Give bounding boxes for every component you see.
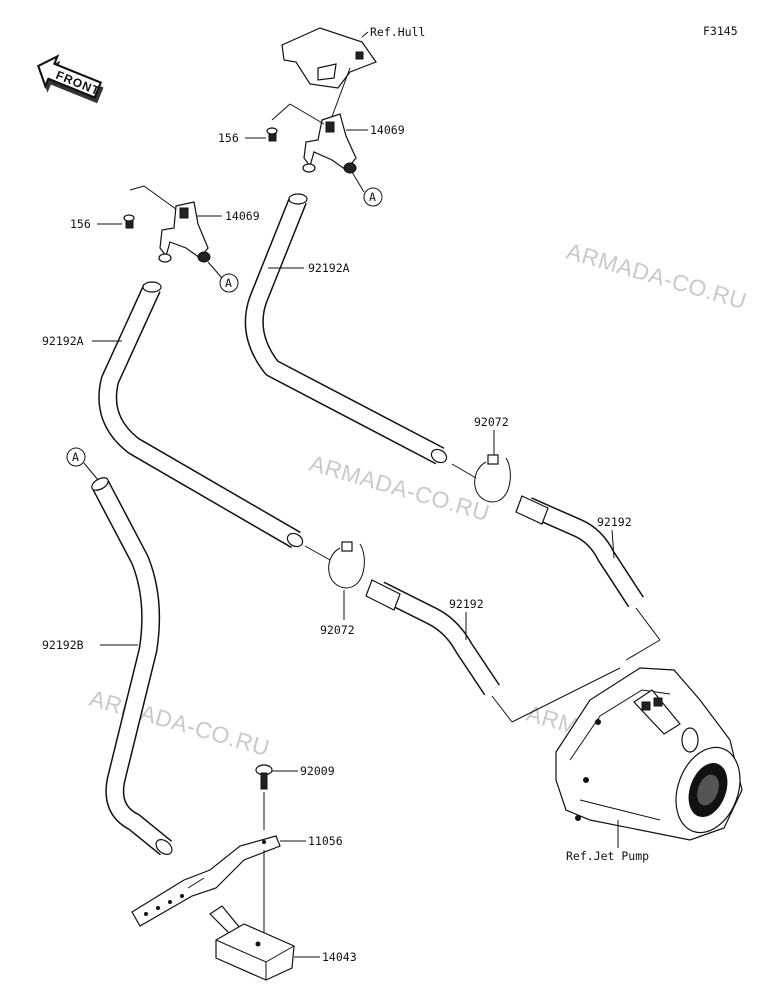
- callout-a-hose-b-circle: [66, 447, 86, 467]
- part-label-156-lower: 156: [70, 217, 91, 231]
- leader-hull-to-fitting: [329, 67, 351, 123]
- leader-callout-a-hose-b: [83, 462, 99, 481]
- hose-92192a-upper: [244, 193, 448, 465]
- strainer-14043: [209, 905, 295, 981]
- hull-reference-plate: [281, 27, 377, 89]
- screw-92009: [255, 764, 273, 790]
- part-label-92072-lower: 92072: [320, 623, 355, 637]
- leader-callout-a-upper: [351, 171, 365, 193]
- part-label-92192a-lower: 92192A: [42, 334, 84, 348]
- part-label-92009: 92009: [300, 764, 335, 778]
- hose-92192a-lower: [98, 281, 304, 549]
- leader-hose-to-clamp-lower: [304, 545, 331, 561]
- clamp-92072-lower: [328, 541, 365, 589]
- figure-code: F3145: [703, 24, 738, 38]
- part-label-92072-upper: 92072: [474, 415, 509, 429]
- front-direction-arrow: FRONT: [37, 54, 104, 104]
- leader-bolt-bracket-upper-b: [289, 103, 325, 125]
- leader-callout-a-lower: [207, 261, 223, 279]
- leader-92192-right: [611, 529, 615, 559]
- part-label-92192b: 92192B: [42, 638, 84, 652]
- callout-a-lower-circle: [219, 273, 239, 293]
- watermark-upper-right: ARMADA-CO.RU: [564, 238, 750, 314]
- part-label-11056: 11056: [308, 834, 343, 848]
- hose-92192-right: [515, 495, 644, 608]
- part-label-14069-upper: 14069: [370, 123, 405, 137]
- part-label-92192-middle: 92192: [449, 597, 484, 611]
- clamp-92072-upper: [474, 454, 511, 503]
- part-label-14043: 14043: [322, 950, 357, 964]
- leader-bolt-bracket-upper-a: [271, 103, 291, 121]
- leader-right-hose-to-pump-a: [635, 607, 661, 641]
- leader-middle-hose-to-pump-b: [511, 667, 621, 723]
- callout-a-lower: A: [225, 276, 232, 290]
- fitting-14069-lower: [158, 201, 211, 263]
- leader-ref-hull: [361, 31, 369, 38]
- bracket-11056: [131, 835, 281, 927]
- jet-pump-reference: [555, 667, 743, 841]
- ref-hull-label: Ref.Hull: [370, 25, 425, 39]
- bolt-156-lower: [123, 214, 135, 229]
- leader-bolt-bracket-lower-a: [129, 185, 145, 191]
- leader-middle-hose-to-pump-a: [491, 695, 513, 723]
- watermark-center: ARMADA-CO.RU: [307, 450, 493, 526]
- callout-a-upper: A: [369, 190, 376, 204]
- leader-bolt-bracket-lower-b: [143, 185, 181, 213]
- ref-jet-pump-label: Ref.Jet Pump: [566, 849, 649, 863]
- hose-92192b: [91, 477, 173, 856]
- leader-right-hose-to-pump-b: [625, 639, 661, 661]
- part-label-156-upper: 156: [218, 131, 239, 145]
- part-label-92192-right: 92192: [597, 515, 632, 529]
- bolt-156-upper: [266, 127, 278, 142]
- callout-a-hose-b: A: [72, 450, 79, 464]
- leader-hose-to-clamp-upper: [451, 463, 477, 479]
- callout-a-upper-circle: [363, 187, 383, 207]
- part-label-14069-lower: 14069: [225, 209, 260, 223]
- fitting-14069-upper: [302, 113, 357, 174]
- hose-92192-middle: [365, 579, 500, 696]
- part-label-92192a-upper: 92192A: [308, 261, 350, 275]
